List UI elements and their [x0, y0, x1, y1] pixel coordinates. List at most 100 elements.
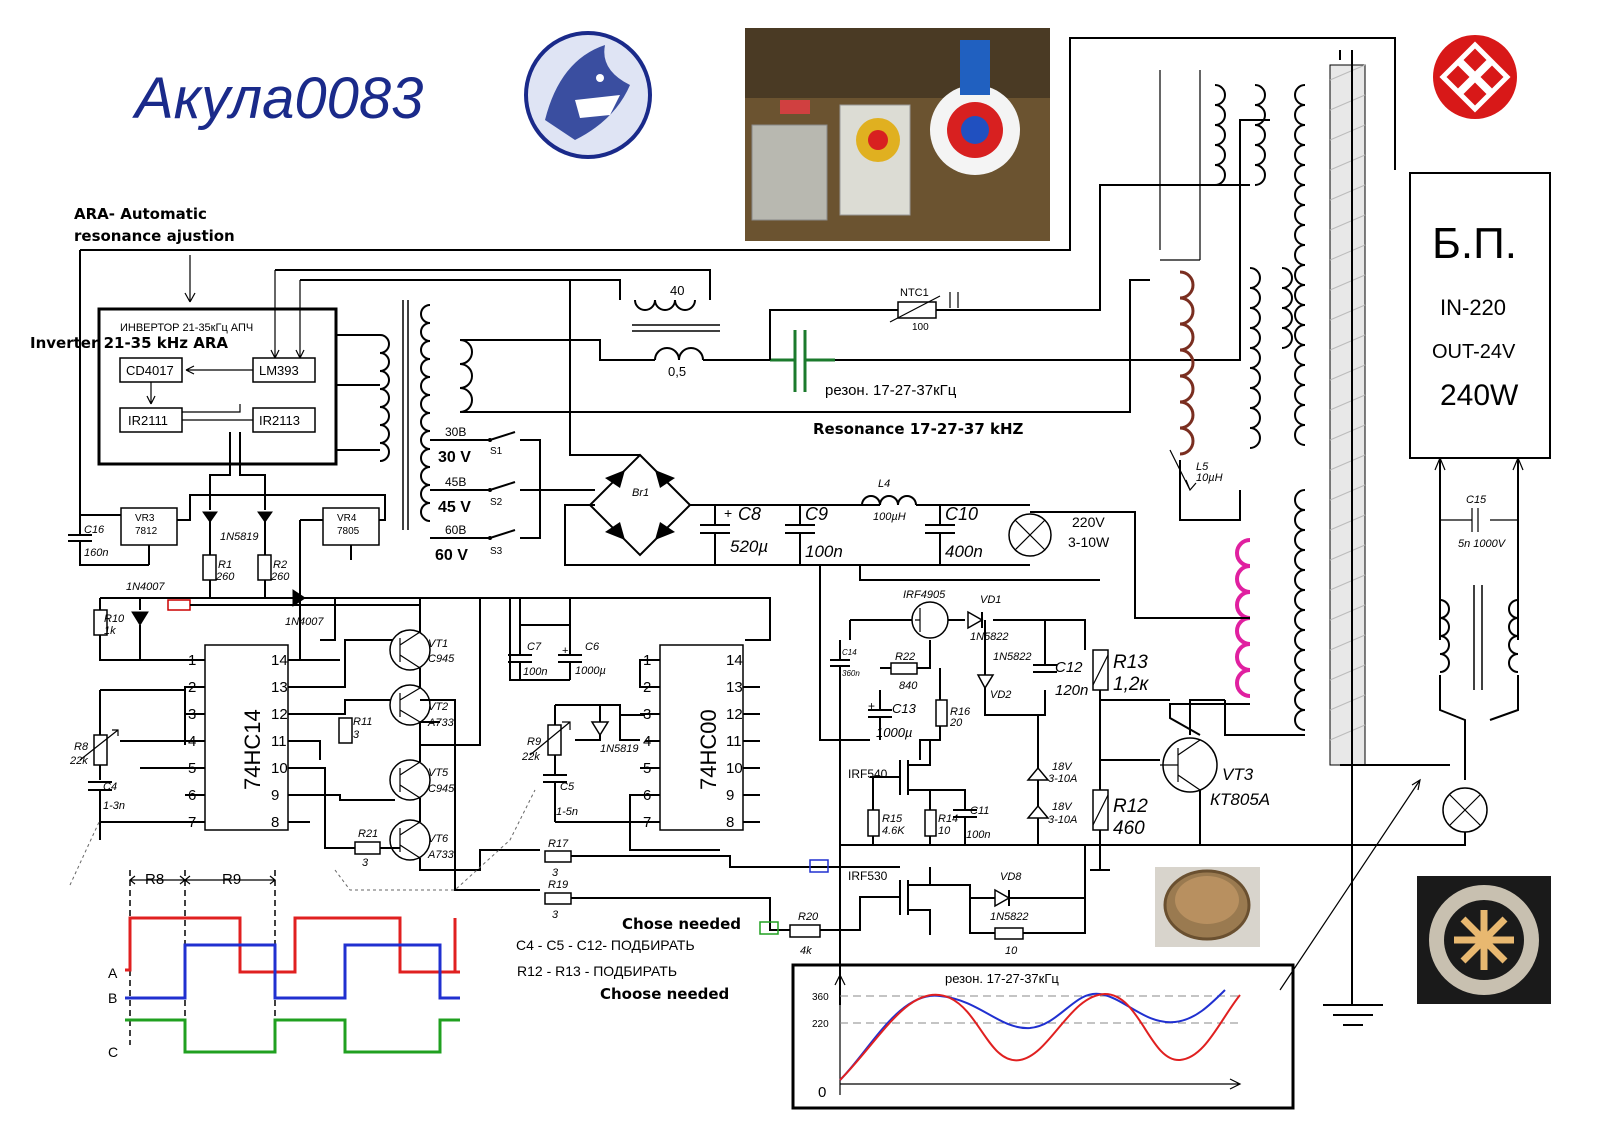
svg-text:400n: 400n: [945, 542, 983, 561]
svg-text:+: +: [724, 505, 732, 521]
transformer-40: 40: [670, 283, 684, 298]
svg-text:R20: R20: [798, 911, 819, 923]
svg-text:460: 460: [1113, 818, 1145, 839]
svg-text:VR3: VR3: [135, 513, 155, 524]
logo-text: Акула0083: [132, 66, 423, 131]
svg-text:C10: C10: [945, 504, 978, 524]
svg-text:100n: 100n: [805, 542, 843, 561]
svg-text:C7: C7: [527, 641, 542, 653]
svg-text:IR2111: IR2111: [128, 413, 168, 428]
choose-needed-label: Choose needed: [600, 985, 730, 1003]
svg-text:VD2: VD2: [990, 689, 1011, 701]
resonance-en-label: Resonance 17-27-37 kHZ: [813, 420, 1024, 438]
svg-text:220V: 220V: [1072, 514, 1105, 530]
svg-text:3-10W: 3-10W: [1068, 534, 1110, 550]
transistor-vt1: VT1 C945: [389, 629, 455, 671]
diode-1n4007-b: 1N4007: [285, 616, 324, 628]
transistor-photo: [1155, 867, 1260, 947]
zener-z1: 18V 3-10A: [1026, 761, 1077, 785]
svg-text:C945: C945: [428, 783, 455, 795]
svg-text:IRF540: IRF540: [848, 767, 888, 781]
capacitor-tuning-note: C4 - C5 - C12- ПОДБИРАТЬ: [516, 937, 695, 953]
svg-text:R12: R12: [1113, 796, 1148, 817]
potentiometer-r9: R9 22k: [521, 721, 571, 763]
timing-r8-label: R8: [145, 871, 164, 888]
svg-text:100n: 100n: [523, 666, 547, 678]
svg-text:520µ: 520µ: [730, 537, 768, 556]
svg-text:160n: 160n: [84, 547, 108, 559]
capacitor-c11: C11 100n: [953, 805, 990, 845]
svg-text:R10: R10: [104, 613, 125, 625]
svg-text:12: 12: [726, 706, 743, 723]
zener-z2: 18V 3-10A: [1026, 801, 1077, 826]
svg-text:VT5: VT5: [428, 767, 449, 779]
svg-text:+: +: [562, 645, 568, 657]
kolovrat-emblem-icon: [1417, 876, 1551, 1004]
graph-blue-trace: [839, 989, 1226, 1081]
capacitor-c14: C14 360n: [830, 640, 860, 690]
transistor-vt5: VT5 C945: [389, 759, 455, 801]
svg-text:R9: R9: [527, 736, 541, 748]
regulator-vr3: VR3 7812: [120, 507, 178, 546]
red-cross-emblem-icon: [1433, 35, 1517, 119]
svg-text:R19: R19: [548, 879, 568, 891]
potentiometer-r8: R8 22k: [69, 690, 119, 780]
svg-text:10: 10: [1005, 945, 1018, 957]
chose-needed-label: Chose needed: [622, 915, 741, 933]
svg-text:C4: C4: [103, 781, 117, 793]
svg-text:CD4017: CD4017: [126, 363, 174, 378]
svg-text:10µH: 10µH: [1196, 472, 1223, 484]
graph-tick-220: 220: [812, 1019, 829, 1030]
mosfet-irf540: IRF540: [848, 740, 931, 845]
capacitor-c13: C13 1000µ +: [868, 690, 917, 740]
regulator-vr4: VR4 7805: [322, 507, 380, 546]
switch-s3: S3: [490, 546, 503, 557]
indicator-lamp-icon: 220V 3-10W: [1008, 513, 1110, 557]
timing-diagram: R8 R9 A B C: [108, 870, 460, 1060]
svg-text:R14: R14: [938, 813, 958, 825]
tap-60: 60В: [445, 523, 466, 537]
diode-1n5819-r9: 1N5819: [590, 721, 639, 755]
chip-cd4017: CD4017: [119, 357, 183, 383]
svg-text:IR2113: IR2113: [259, 413, 300, 428]
ic-74hc00: 74HC00 1 2 3 4 5 6 7 14 13 12 11 10 9 8: [643, 644, 744, 831]
diode-1n4007-a: 1N4007: [126, 581, 165, 593]
svg-text:14: 14: [726, 652, 743, 669]
svg-text:22k: 22k: [521, 751, 540, 763]
chip-ir2113: IR2113: [252, 407, 316, 433]
capacitor-c8: C8 520µ +: [700, 504, 768, 565]
ic-74hc14: 74HC14 1 2 3 4 5 6 7 14 13 12 11 10 9 8: [188, 644, 289, 831]
svg-text:9: 9: [726, 787, 734, 804]
svg-text:11: 11: [726, 733, 742, 750]
signal-a-label: A: [108, 965, 118, 981]
svg-text:74HC00: 74HC00: [696, 709, 721, 790]
svg-text:IRF530: IRF530: [848, 869, 888, 883]
power-supply-box: [1409, 172, 1551, 459]
svg-text:22k: 22k: [69, 755, 88, 767]
svg-text:C12: C12: [1055, 659, 1083, 676]
inverter-block: [97, 307, 338, 466]
svg-text:4.6K: 4.6K: [882, 825, 905, 837]
svg-text:1k: 1k: [104, 625, 116, 637]
ps-input: IN-220: [1440, 295, 1506, 320]
svg-text:R8: R8: [74, 741, 89, 753]
svg-text:VT2: VT2: [428, 701, 448, 713]
ntc-thermistor: NTC1 100: [889, 287, 959, 333]
svg-text:360n: 360n: [842, 669, 860, 678]
switch-s1: S1: [490, 446, 503, 457]
signal-b-label: B: [108, 990, 117, 1006]
svg-text:C6: C6: [585, 641, 600, 653]
svg-text:18V: 18V: [1052, 761, 1073, 773]
chip-ir2111: IR2111: [119, 407, 183, 433]
svg-text:9: 9: [271, 787, 279, 804]
graph-red-trace: [839, 992, 1241, 1081]
svg-text:VD1: VD1: [980, 594, 1001, 606]
capacitor-c12: C12 120n: [1033, 659, 1088, 699]
tap-60-voltage: 60 V: [435, 547, 468, 564]
